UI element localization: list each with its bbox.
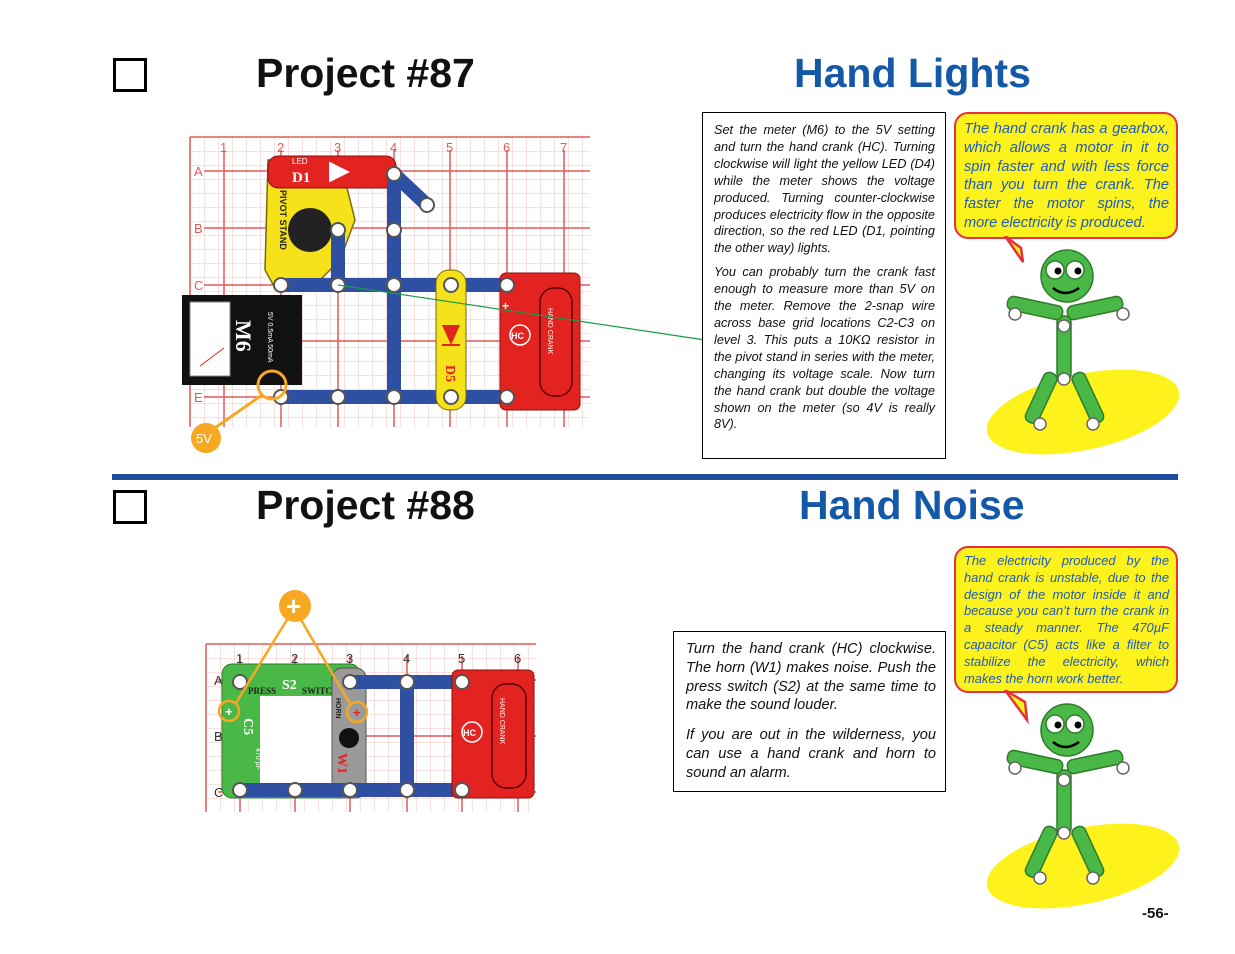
instructions-paragraph: Turn the hand crank (HC) clockwise. The …	[686, 641, 936, 714]
project88-mascot	[986, 690, 1180, 909]
s2-label: S2	[282, 678, 297, 693]
m6-label: M6	[231, 320, 256, 352]
grid-col-label: 7	[560, 140, 567, 155]
pointer-line	[337, 284, 706, 341]
grid-col-label: 5	[458, 651, 465, 666]
c5-label: C5	[240, 718, 255, 735]
speech-bubble-text: The electricity produced by the hand cra…	[964, 553, 1169, 686]
hand-crank-label: HAND CRANK	[498, 698, 505, 745]
led-symbol	[330, 162, 350, 182]
grid-row-label: C	[194, 278, 203, 293]
c5-plus: +	[225, 704, 233, 719]
c5-value: 470 µF	[254, 748, 261, 770]
grid-row-label: A	[214, 673, 223, 688]
grid-col-label: 4	[403, 651, 410, 666]
grid-col-label: 6	[503, 140, 510, 155]
polarity-callout	[217, 617, 369, 724]
section-divider	[112, 474, 1178, 480]
instructions-paragraph: You can probably turn the crank fast eno…	[714, 265, 935, 432]
page-number: -56-	[1142, 905, 1169, 922]
instructions-paragraph: Set the meter (M6) to the 5V setting and…	[714, 123, 935, 256]
project88-circuit-diagram: 1 2 3 4 5 6 A B C S2 PRESS SWITCH C5 470…	[205, 590, 536, 812]
project88-checkbox[interactable]	[113, 490, 147, 524]
5v-callout	[191, 423, 221, 453]
project87-mascot	[986, 236, 1180, 455]
project87-name: Hand Lights	[794, 50, 1031, 96]
grid-col-label: 5	[446, 140, 453, 155]
pivot-stand-label: PIVOT STAND	[278, 190, 288, 250]
d1-label: D1	[292, 170, 310, 186]
mascot-shadow	[986, 369, 1180, 455]
plus-callout	[279, 590, 311, 622]
grid-col-label: 1	[236, 651, 243, 666]
d5-label: D5	[442, 365, 457, 382]
grid-col-label: 3	[334, 140, 341, 155]
project87-title: Project #87	[256, 50, 475, 96]
instructions-paragraph: If you are out in the wilderness, you ca…	[686, 727, 936, 781]
d1-type: LED	[292, 157, 308, 166]
5v-callout-label: 5V	[196, 431, 212, 446]
project87-speech-bubble: The hand crank has a gearbox, which allo…	[954, 112, 1178, 239]
hc-label: HC	[463, 728, 476, 738]
pivot-hole	[288, 208, 332, 252]
grid-col-label: 2	[291, 651, 298, 666]
project87-circuit-diagram: 1 2 3 4 5 6 7 A B C D E PIVOT STAND D1 L…	[182, 136, 706, 453]
grid-row-label: B	[194, 221, 203, 236]
grid-col-label: 2	[277, 140, 284, 155]
w1-type: HORN	[334, 698, 341, 719]
speech-bubble-text: The hand crank has a gearbox, which allo…	[964, 121, 1169, 231]
project87-instructions: Set the meter (M6) to the 5V setting and…	[702, 112, 946, 459]
grid-col-label: 4	[390, 140, 397, 155]
hc-label: HC	[511, 331, 524, 341]
project87-checkbox[interactable]	[113, 58, 147, 92]
w1-plus: +	[353, 705, 361, 720]
hc-plus: +	[502, 299, 509, 313]
grid-col-label: 1	[220, 140, 227, 155]
hand-crank-label: HAND CRANK	[546, 308, 553, 355]
s2-press-label: PRESS	[248, 686, 276, 696]
project88-title: Project #88	[256, 482, 475, 528]
grid-row-label: E	[194, 390, 203, 405]
mascot-shadow	[986, 823, 1180, 909]
grid-col-label: 3	[346, 651, 353, 666]
snap-points	[232, 674, 470, 798]
w1-label: W1	[334, 753, 349, 774]
project88-speech-bubble: The electricity produced by the hand cra…	[954, 546, 1178, 693]
project88-instructions: Turn the hand crank (HC) clockwise. The …	[673, 631, 946, 792]
5v-setting-highlight	[256, 369, 288, 401]
grid-row-label: B	[214, 729, 223, 744]
grid-col-label: 6	[514, 651, 521, 666]
project88-name: Hand Noise	[799, 482, 1025, 528]
m6-scale: 5V 0.5mA 50mA	[266, 312, 273, 363]
plus-callout-label: +	[286, 591, 301, 621]
s2-switch-label: SWITCH	[302, 686, 339, 696]
grid-row-label: A	[194, 164, 203, 179]
grid-row-label: C	[214, 785, 223, 800]
